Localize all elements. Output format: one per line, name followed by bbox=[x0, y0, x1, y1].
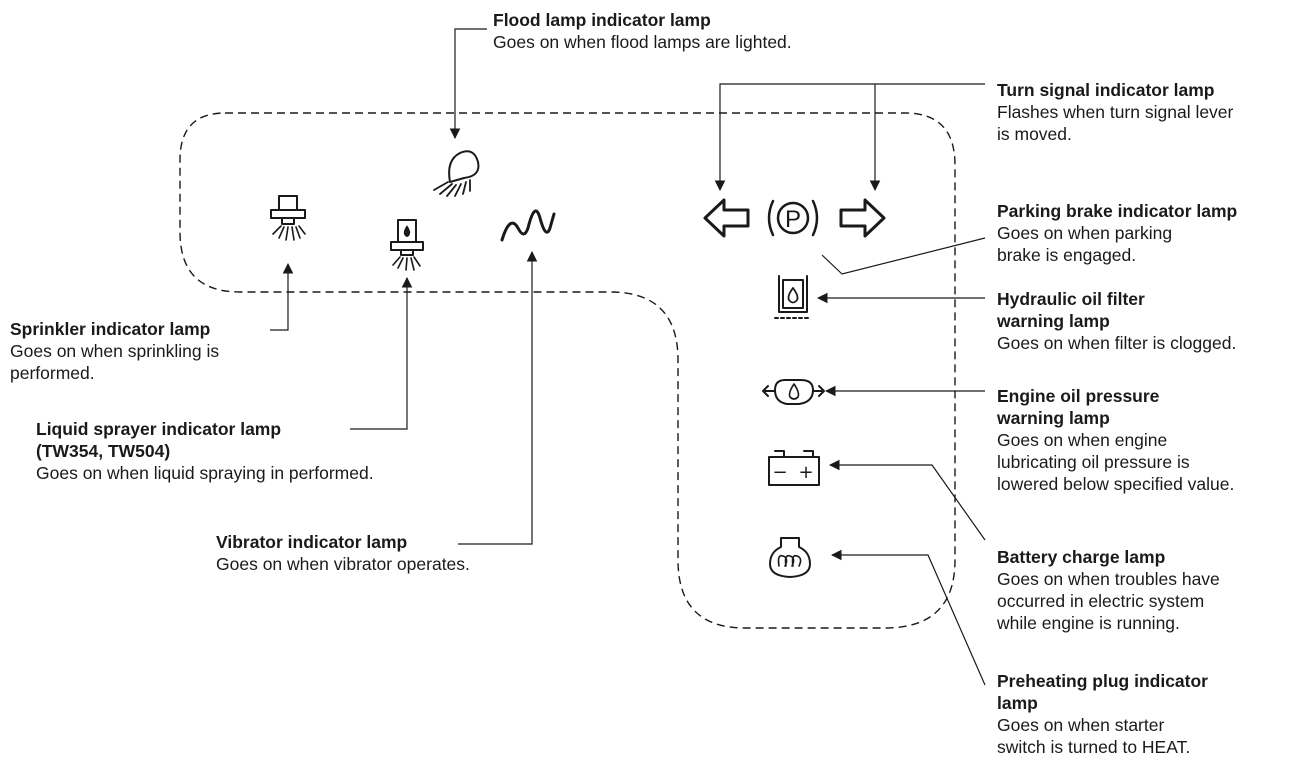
vibrator-description-line: Goes on when vibrator operates. bbox=[216, 554, 470, 574]
engine-oil-pressure-icon bbox=[762, 379, 825, 405]
hydraulic-oil-filter-icon bbox=[774, 275, 812, 319]
parking-brake-icon bbox=[767, 199, 819, 237]
turn-right-arrow-icon bbox=[839, 198, 886, 238]
flood-lamp-icon bbox=[433, 150, 480, 197]
vibrator-title-line: Vibrator indicator lamp bbox=[216, 532, 408, 552]
engine-title-line: Engine oil pressure bbox=[997, 386, 1160, 406]
parking-description-line: Goes on when parking bbox=[997, 223, 1173, 243]
battery-description-line: while engine is running. bbox=[997, 613, 1180, 633]
panel-outline bbox=[179, 112, 956, 629]
engine-description-line: lubricating oil pressure is bbox=[997, 452, 1190, 472]
flood-description-line: Goes on when flood lamps are lighted. bbox=[493, 32, 792, 52]
leader-preheat bbox=[830, 549, 986, 686]
sprayer-title-line: (TW354, TW504) bbox=[36, 441, 171, 461]
leader-flood bbox=[449, 28, 487, 140]
engine-description-line: Goes on when engine bbox=[997, 430, 1168, 450]
sprinkler-icon bbox=[270, 195, 306, 241]
hydraulic-description-line: Goes on when filter is clogged. bbox=[997, 333, 1237, 353]
leader-vibrator bbox=[458, 250, 538, 545]
battery-title-line: Battery charge lamp bbox=[997, 547, 1166, 567]
leader-battery bbox=[828, 459, 986, 541]
engine-title-line: warning lamp bbox=[997, 408, 1110, 428]
leader-sprinkler bbox=[270, 262, 294, 331]
label-liquid-sprayer: Liquid sprayer indicator lamp(TW354, TW5… bbox=[36, 418, 374, 484]
battery-description-line: Goes on when troubles have bbox=[997, 569, 1220, 589]
battery-description-line: occurred in electric system bbox=[997, 591, 1205, 611]
hydraulic-title-line: Hydraulic oil filter bbox=[997, 289, 1145, 309]
leader-parking bbox=[821, 237, 986, 275]
battery-icon bbox=[768, 450, 820, 486]
parking-brake-letter: P bbox=[785, 206, 801, 233]
turn-title-line: Turn signal indicator lamp bbox=[997, 80, 1215, 100]
parking-description-line: brake is engaged. bbox=[997, 245, 1137, 265]
leader-sprayer bbox=[350, 276, 413, 430]
sprayer-title-line: Liquid sprayer indicator lamp bbox=[36, 419, 282, 439]
sprinkler-title-line: Sprinkler indicator lamp bbox=[10, 319, 211, 339]
preheat-title-line: Preheating plug indicator bbox=[997, 671, 1208, 691]
turn-left-arrow-icon bbox=[703, 198, 750, 238]
preheating-plug-icon bbox=[769, 537, 811, 578]
sprinkler-description-line: performed. bbox=[10, 363, 95, 383]
preheat-description-line: Goes on when starter bbox=[997, 715, 1165, 735]
flood-title-line: Flood lamp indicator lamp bbox=[493, 10, 711, 30]
liquid-sprayer-icon bbox=[390, 219, 424, 271]
leader-turn-left bbox=[714, 83, 985, 192]
vibrator-icon bbox=[500, 209, 556, 242]
engine-description-line: lowered below specified value. bbox=[997, 474, 1235, 494]
battery-plus-sign: + bbox=[798, 462, 813, 483]
sprinkler-description-line: Goes on when sprinkling is bbox=[10, 341, 220, 361]
parking-title-line: Parking brake indicator lamp bbox=[997, 201, 1238, 221]
turn-description-line: Flashes when turn signal lever bbox=[997, 102, 1234, 122]
turn-description-line: is moved. bbox=[997, 124, 1072, 144]
preheat-title-line: lamp bbox=[997, 693, 1038, 713]
preheat-description-line: switch is turned to HEAT. bbox=[997, 737, 1191, 757]
battery-minus-sign: − bbox=[772, 462, 787, 483]
hydraulic-title-line: warning lamp bbox=[997, 311, 1110, 331]
sprayer-description-line: Goes on when liquid spraying in performe… bbox=[36, 463, 374, 483]
